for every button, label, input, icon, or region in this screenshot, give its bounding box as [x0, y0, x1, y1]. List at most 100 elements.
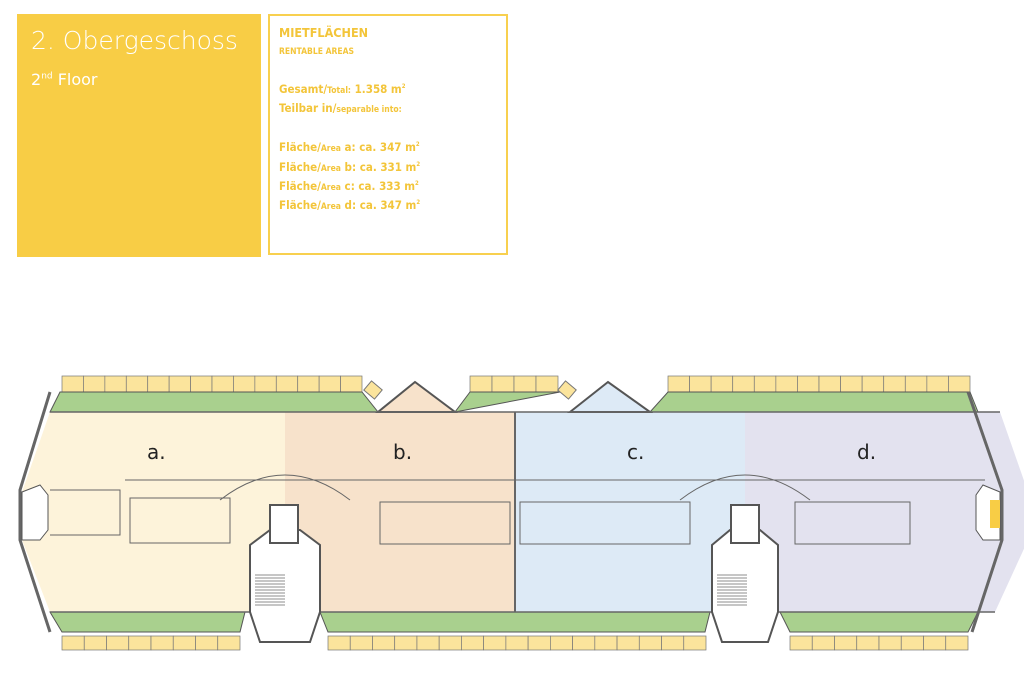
facade-panel	[797, 375, 820, 393]
floor-title-de: 2. Obergeschoss	[31, 26, 238, 55]
facade-panel	[297, 375, 320, 393]
total-de: Gesamt/	[279, 82, 328, 96]
balcony-top-right	[648, 391, 979, 413]
gable-c	[567, 380, 654, 413]
facade-panel	[416, 635, 440, 651]
facade-panel	[172, 635, 196, 651]
facade-panel	[195, 635, 219, 651]
area-line-c: Fläche/Area c: ca. 333 m2	[279, 179, 419, 193]
balcony-bottom-left	[49, 611, 246, 633]
total-en: Total:	[327, 86, 351, 96]
total-line: Gesamt/Total: 1.358 m2	[279, 82, 405, 96]
facade-panel	[900, 635, 924, 651]
facade-panel	[948, 375, 971, 393]
core-d	[794, 501, 911, 545]
sup: 2	[416, 199, 421, 207]
facade-panel	[710, 375, 734, 393]
area-id: d	[344, 198, 352, 212]
facade-panel	[211, 375, 234, 393]
facade-panel	[83, 635, 107, 651]
area-id: b	[344, 160, 352, 174]
zone-label-d: d.	[857, 440, 876, 464]
total-value: 1.358 m	[354, 82, 402, 96]
outer-wall	[966, 391, 1004, 633]
facade-panel	[945, 635, 969, 651]
facade-panel	[926, 375, 949, 393]
area-value: : ca. 331 m	[351, 160, 417, 174]
zone-label-c: c.	[627, 440, 644, 464]
facade-panel	[535, 375, 559, 393]
facade-panel	[883, 375, 906, 393]
area-en: Area	[320, 183, 341, 193]
gable-b	[375, 380, 458, 413]
arc-left	[219, 474, 351, 501]
facade-panel	[275, 375, 299, 393]
facade-panel	[372, 635, 396, 651]
facade-panel	[834, 635, 858, 651]
facade-panel	[491, 375, 515, 393]
separable-line: Teilbar in/separable into:	[279, 101, 402, 115]
facade-panel	[340, 375, 363, 393]
facade-panel	[616, 635, 640, 651]
facade-panel	[61, 375, 84, 393]
facade-panel	[594, 635, 618, 651]
area-line-a: Fläche/Area a: ca. 347 m2	[279, 140, 420, 154]
core-left	[129, 497, 231, 544]
core-c	[519, 501, 691, 545]
facade-panel	[125, 375, 149, 393]
arc-right	[679, 474, 811, 501]
facade-panel	[923, 635, 947, 651]
separable-de: Teilbar in/	[279, 101, 337, 115]
elevator	[269, 504, 299, 544]
facade-panel	[461, 635, 484, 651]
facade-panel	[856, 635, 880, 651]
area-en: Area	[320, 202, 341, 212]
facade-panel	[83, 375, 106, 393]
area-line-b: Fläche/Area b: ca. 331 m2	[279, 160, 420, 174]
facade-panel	[128, 635, 152, 651]
gable-panel	[363, 380, 383, 400]
stair-core-right	[711, 529, 779, 643]
facade-panel	[438, 635, 462, 651]
balcony-bottom-mid	[319, 611, 711, 633]
elevator	[730, 504, 760, 544]
facade-panel	[572, 635, 596, 651]
facade-panels	[61, 375, 971, 651]
area-line-d: Fläche/Area d: ca. 347 m2	[279, 198, 420, 212]
zone-label-a: a.	[147, 440, 166, 464]
facade-panel	[190, 375, 213, 393]
floor-title-en: 2nd Floor	[31, 70, 98, 89]
facade-panel	[147, 375, 170, 393]
rentable-areas-box: MIETFLÄCHEN RENTABLE AREAS Gesamt/Total:…	[268, 14, 508, 255]
area-de: Fläche/	[279, 160, 321, 174]
gable-panel	[557, 380, 577, 400]
floor-ordinal: nd	[41, 71, 53, 82]
facade-panel	[811, 635, 835, 651]
facade-panel	[689, 375, 712, 393]
sup: 2	[415, 141, 420, 149]
area-value: : ca. 347 m	[351, 198, 417, 212]
stairs	[255, 574, 747, 606]
floor-title-box: 2. Obergeschoss 2nd Floor	[17, 14, 261, 257]
zone-a	[22, 412, 285, 612]
facade-panel	[483, 635, 507, 651]
zone-b	[285, 412, 515, 612]
facade-panel	[61, 635, 85, 651]
facade-panel	[104, 375, 127, 393]
facade-panel	[150, 635, 174, 651]
facade-panel	[840, 375, 863, 393]
facade-panel	[394, 635, 418, 651]
area-de: Fläche/	[279, 198, 321, 212]
zones	[22, 412, 1024, 612]
facade-panel	[513, 375, 537, 393]
floor-word: Floor	[57, 70, 98, 89]
facade-panel	[818, 375, 841, 393]
heading-de: MIETFLÄCHEN	[279, 25, 369, 40]
facade-panel	[638, 635, 662, 651]
sup: 2	[416, 161, 421, 169]
area-en: Area	[320, 164, 341, 174]
separable-en: separable into:	[336, 105, 402, 115]
corridor-wall	[50, 489, 121, 536]
area-de: Fläche/	[279, 140, 321, 154]
area-id: c	[344, 179, 351, 193]
